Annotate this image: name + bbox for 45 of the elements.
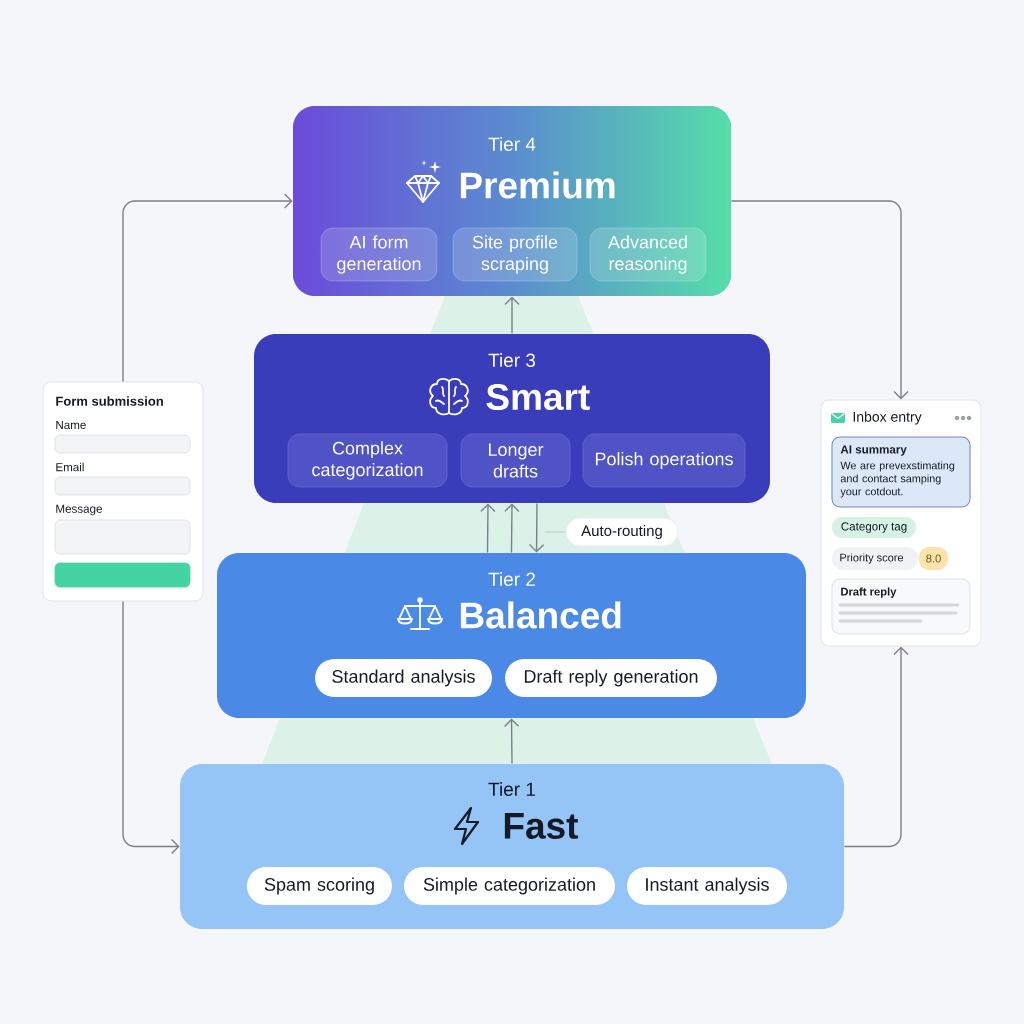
arrow <box>504 296 520 335</box>
feature-chip: Standard analysis <box>315 659 492 697</box>
arrow <box>122 193 293 383</box>
summary-text: We are prevexstimating and contact samping your cotdout. <box>840 461 955 498</box>
tier-label: Tier 3 <box>488 353 536 367</box>
tier-label: Tier 1 <box>488 782 535 796</box>
feature-chip: Spam scoring <box>247 867 392 905</box>
feature-chip: Advanced reasoning <box>589 227 707 282</box>
tier-label: Tier 4 <box>488 137 536 151</box>
arrow <box>504 503 520 554</box>
arrow <box>730 200 909 400</box>
tier-label: Tier 2 <box>488 572 535 586</box>
arrow <box>503 718 520 765</box>
tier-title: Premium <box>460 171 615 199</box>
arrow <box>122 600 180 855</box>
field-label: Name <box>56 420 86 430</box>
card-title: Inbox entry <box>853 411 922 425</box>
tier-title: Balanced <box>460 601 621 629</box>
box-heading: AI summary <box>840 445 907 456</box>
feature-chip: Simple categorization <box>404 867 615 905</box>
routing-pill: Auto-routing <box>565 517 679 547</box>
tier-card <box>293 106 731 296</box>
draft-box <box>831 578 971 635</box>
feature-chip: Longer drafts <box>460 433 571 488</box>
score-label: Priority score <box>840 553 904 564</box>
arrow <box>528 502 545 553</box>
card-title: Form submission <box>56 396 163 406</box>
score-badge: 8.0 <box>919 547 948 570</box>
feature-chip: Draft reply generation <box>505 659 717 697</box>
summary-box <box>831 436 971 508</box>
field-label: Message <box>56 504 102 516</box>
arrow <box>843 646 909 848</box>
arrow <box>480 503 496 554</box>
score-pill <box>832 547 918 570</box>
form-card <box>42 381 204 602</box>
feature-chip: Instant analysis <box>627 867 787 905</box>
box-heading: Draft reply <box>841 587 897 598</box>
field-label: Email <box>56 462 84 472</box>
tier-title: Smart <box>486 383 590 411</box>
feature-chip: Complex categorization <box>287 433 448 488</box>
feature-chip: AI form generation <box>320 227 438 282</box>
feature-chip: Polish operations <box>582 433 746 488</box>
category-tag: Category tag <box>832 517 916 538</box>
feature-chip: Site profile scraping <box>452 227 578 282</box>
tier-title: Fast <box>504 813 579 839</box>
